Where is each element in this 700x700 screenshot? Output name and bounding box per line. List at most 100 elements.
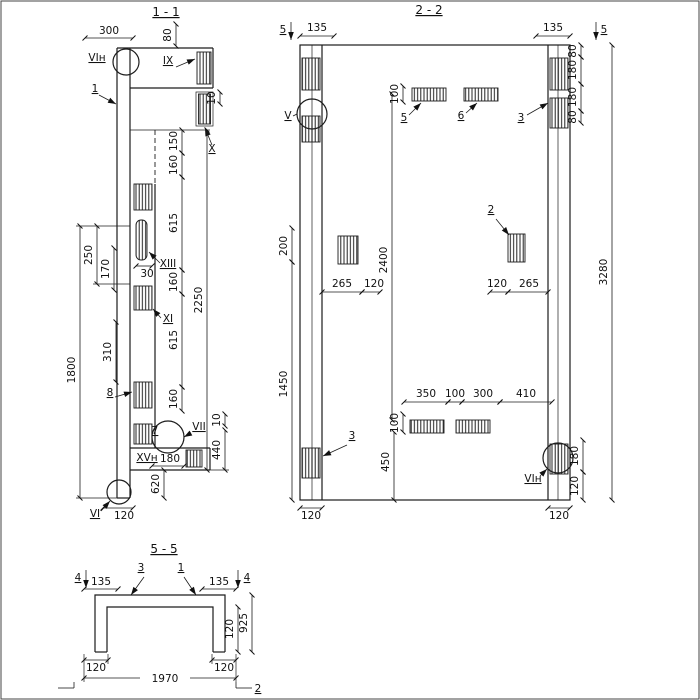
- rebar-hatch: [133, 423, 153, 445]
- channel-outer-outline: [94, 594, 226, 652]
- item-label-1: 1: [92, 83, 99, 95]
- section-2-2-view: 2 - 2 5 5 135 135 80: [278, 3, 615, 522]
- dim-135-right: 135: [543, 22, 563, 34]
- rebar-hatch: [133, 285, 153, 311]
- dim-160-b: 160: [168, 272, 180, 292]
- rebar-hatch: [301, 57, 321, 91]
- cut-label-4-right: 4: [244, 572, 251, 584]
- leader-line: [183, 430, 193, 438]
- dim-120-left: 120: [364, 278, 384, 290]
- dim-120-right: 120: [487, 278, 507, 290]
- item-label-2: 2: [488, 204, 495, 216]
- dim-135-left: 135: [307, 22, 327, 34]
- dim-135-left: 135: [91, 576, 111, 588]
- dim-30: 30: [140, 268, 153, 280]
- dim-350: 350: [416, 388, 436, 400]
- dim-1970: 1970: [152, 673, 179, 685]
- leader-line: [100, 500, 111, 512]
- dim-80-b: 80: [567, 110, 579, 123]
- rebar-hatch: [411, 87, 447, 102]
- detail-label-v: V: [284, 110, 292, 122]
- dim-1800: 1800: [66, 357, 78, 384]
- dim-300: 300: [473, 388, 493, 400]
- rebar-hatch: [549, 57, 569, 91]
- dim-250: 250: [83, 245, 95, 265]
- section-1-1-title: 1 - 1: [152, 5, 179, 19]
- dim-120-bottom-left: 120: [301, 510, 321, 522]
- detail-label-ix: IX: [163, 55, 173, 67]
- detail-label-xi: XI: [163, 313, 173, 325]
- slot-hatch: [135, 219, 148, 261]
- item-label-7: 7: [152, 425, 159, 437]
- dim-180: 180: [160, 453, 180, 465]
- rebar-hatch: [133, 381, 153, 409]
- section-5-5-view: 5 - 5 4 4 2 135 135 3 1 120 925: [58, 542, 261, 695]
- cut-label-4-left: 4: [75, 572, 82, 584]
- dim-120-bottom-right: 120: [549, 510, 569, 522]
- dim-160-c: 160: [168, 389, 180, 409]
- dim-120-bottom-left: 120: [86, 662, 106, 674]
- leader-line: [114, 391, 133, 398]
- item-label-3-bottom: 3: [349, 430, 356, 442]
- dim-100-top: 100: [389, 84, 401, 104]
- dim-170: 170: [100, 259, 112, 279]
- detail-circle-vin: [542, 442, 574, 474]
- dim-10-bottom: 10: [211, 413, 223, 426]
- detail-label-xiii: XIII: [160, 258, 176, 270]
- dim-450: 450: [380, 452, 392, 472]
- dim-615-a: 615: [168, 213, 180, 233]
- detail-label-vin: VIн: [88, 52, 105, 64]
- dim-80-a: 80: [567, 44, 579, 57]
- item-label-3: 3: [138, 562, 145, 574]
- rebar-hatch: [198, 93, 211, 125]
- detail-label-vi: VI: [90, 508, 100, 520]
- dim-925: 925: [238, 613, 250, 633]
- item-label-6: 6: [458, 110, 465, 122]
- leader-line: [465, 102, 478, 114]
- rebar-hatch: [409, 419, 445, 434]
- cut-label-5-left: 5: [280, 24, 287, 36]
- dim-120: 120: [114, 510, 134, 522]
- detail-label-xvn: XVн: [136, 452, 157, 464]
- dim-265-right: 265: [519, 278, 539, 290]
- dim-2250: 2250: [193, 287, 205, 314]
- detail-label-vii: VII: [192, 421, 205, 433]
- dim-1450: 1450: [278, 371, 290, 398]
- detail-circle-vin: [112, 48, 140, 76]
- leader-line: [408, 102, 422, 116]
- dim-120-bottom-right: 120: [214, 662, 234, 674]
- dim-150: 150: [168, 131, 180, 151]
- cut-label-2: 2: [255, 683, 262, 695]
- dim-440: 440: [211, 440, 223, 460]
- outline-block: [195, 91, 214, 127]
- rebar-hatch: [337, 235, 359, 265]
- dim-615-b: 615: [168, 330, 180, 350]
- item-label-8: 8: [107, 387, 114, 399]
- dim-3280: 3280: [598, 259, 610, 286]
- leader-line: [183, 576, 197, 596]
- rebar-hatch: [301, 447, 321, 479]
- dim-410: 410: [516, 388, 536, 400]
- leader-line: [175, 58, 196, 68]
- leader-line: [292, 113, 298, 117]
- dim-2400: 2400: [378, 247, 390, 274]
- leader-line: [152, 308, 162, 319]
- rebar-hatch: [549, 443, 569, 475]
- section-2-2-title: 2 - 2: [415, 3, 442, 17]
- panel-outline: [299, 44, 571, 501]
- rebar-hatch: [507, 233, 526, 263]
- section-5-5-title: 5 - 5: [150, 542, 177, 556]
- detail-label-x: X: [208, 143, 215, 155]
- dim-180-a: 180: [567, 60, 579, 80]
- channel-inner-outline: [106, 606, 214, 652]
- rebar-hatch: [463, 87, 499, 102]
- leader-line: [495, 218, 510, 236]
- item-label-3-top: 3: [518, 112, 525, 124]
- dim-10-top: 10: [206, 91, 218, 104]
- dim-200: 200: [278, 236, 290, 256]
- rebar-hatch: [133, 183, 153, 211]
- leader-line: [526, 102, 549, 116]
